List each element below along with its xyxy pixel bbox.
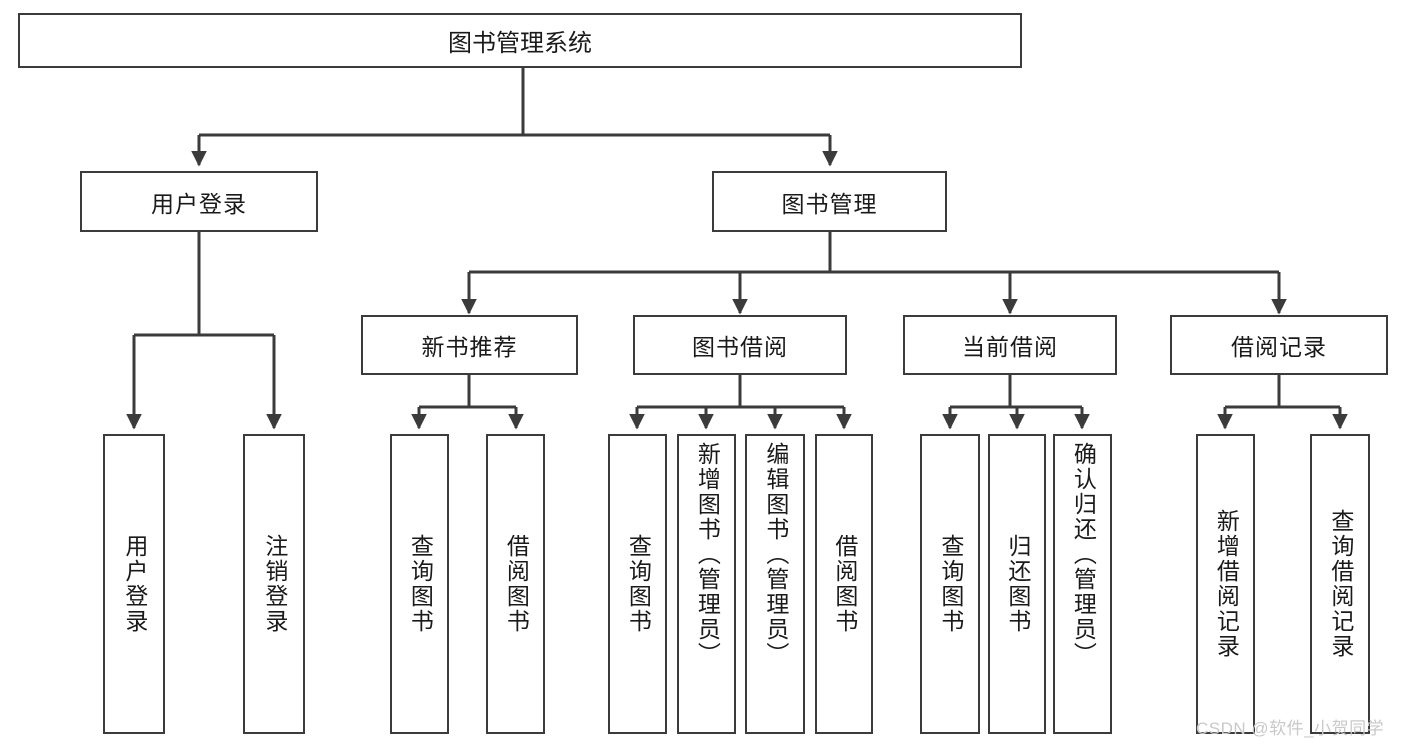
leaf-return-books[interactable]: 归还图书 — [988, 434, 1046, 734]
node-label: 查询借阅记录 — [1327, 509, 1354, 659]
watermark-text: CSDN @软件_小贺同学 — [1196, 719, 1385, 738]
leaf-query-books-recommend[interactable]: 查询图书 — [390, 434, 449, 734]
node-book-borrowing[interactable]: 图书借阅 — [633, 315, 847, 375]
node-label: 归还图书 — [1004, 534, 1031, 634]
leaf-confirm-return-admin[interactable]: 确认归还（管理员） — [1053, 434, 1112, 734]
node-label: 用户登录 — [151, 190, 247, 217]
leaf-add-borrow-record[interactable]: 新增借阅记录 — [1196, 434, 1255, 734]
node-label: 借阅图书 — [831, 534, 858, 634]
leaf-query-borrow-record[interactable]: 查询借阅记录 — [1310, 434, 1370, 734]
node-label: 新增图书（管理员） — [694, 442, 721, 667]
node-label: 图书管理系统 — [448, 30, 592, 57]
node-label: 新书推荐 — [421, 334, 518, 360]
node-label: 注销登录 — [261, 534, 288, 634]
node-borrow-records[interactable]: 借阅记录 — [1170, 315, 1388, 375]
node-new-book-recommendation[interactable]: 新书推荐 — [361, 315, 578, 375]
node-label: 借阅记录 — [1231, 334, 1327, 360]
node-root-book-management-system[interactable]: 图书管理系统 — [18, 13, 1022, 68]
node-label: 新增借阅记录 — [1213, 509, 1240, 659]
node-label: 编辑图书（管理员） — [762, 442, 789, 667]
node-label: 查询图书 — [625, 534, 652, 634]
node-label: 用户登录 — [121, 534, 148, 634]
leaf-add-book-admin[interactable]: 新增图书（管理员） — [677, 434, 736, 734]
node-label: 查询图书 — [937, 534, 964, 634]
leaf-borrow-books-borrowing[interactable]: 借阅图书 — [815, 434, 873, 734]
leaf-edit-book-admin[interactable]: 编辑图书（管理员） — [745, 434, 805, 734]
leaf-user-login[interactable]: 用户登录 — [103, 434, 165, 734]
leaf-logout[interactable]: 注销登录 — [243, 434, 305, 734]
node-label: 图书管理 — [781, 190, 878, 217]
leaf-query-books-current[interactable]: 查询图书 — [920, 434, 980, 734]
node-current-borrowings[interactable]: 当前借阅 — [903, 315, 1117, 375]
node-user-login[interactable]: 用户登录 — [80, 171, 318, 232]
leaf-borrow-books-recommend[interactable]: 借阅图书 — [486, 434, 545, 734]
node-label: 图书借阅 — [692, 334, 788, 360]
leaf-query-books-borrowing[interactable]: 查询图书 — [608, 434, 667, 734]
node-book-management[interactable]: 图书管理 — [712, 171, 947, 232]
node-label: 查询图书 — [407, 534, 434, 634]
node-label: 借阅图书 — [503, 534, 530, 634]
node-label: 当前借阅 — [962, 334, 1058, 360]
node-label: 确认归还（管理员） — [1070, 442, 1097, 667]
